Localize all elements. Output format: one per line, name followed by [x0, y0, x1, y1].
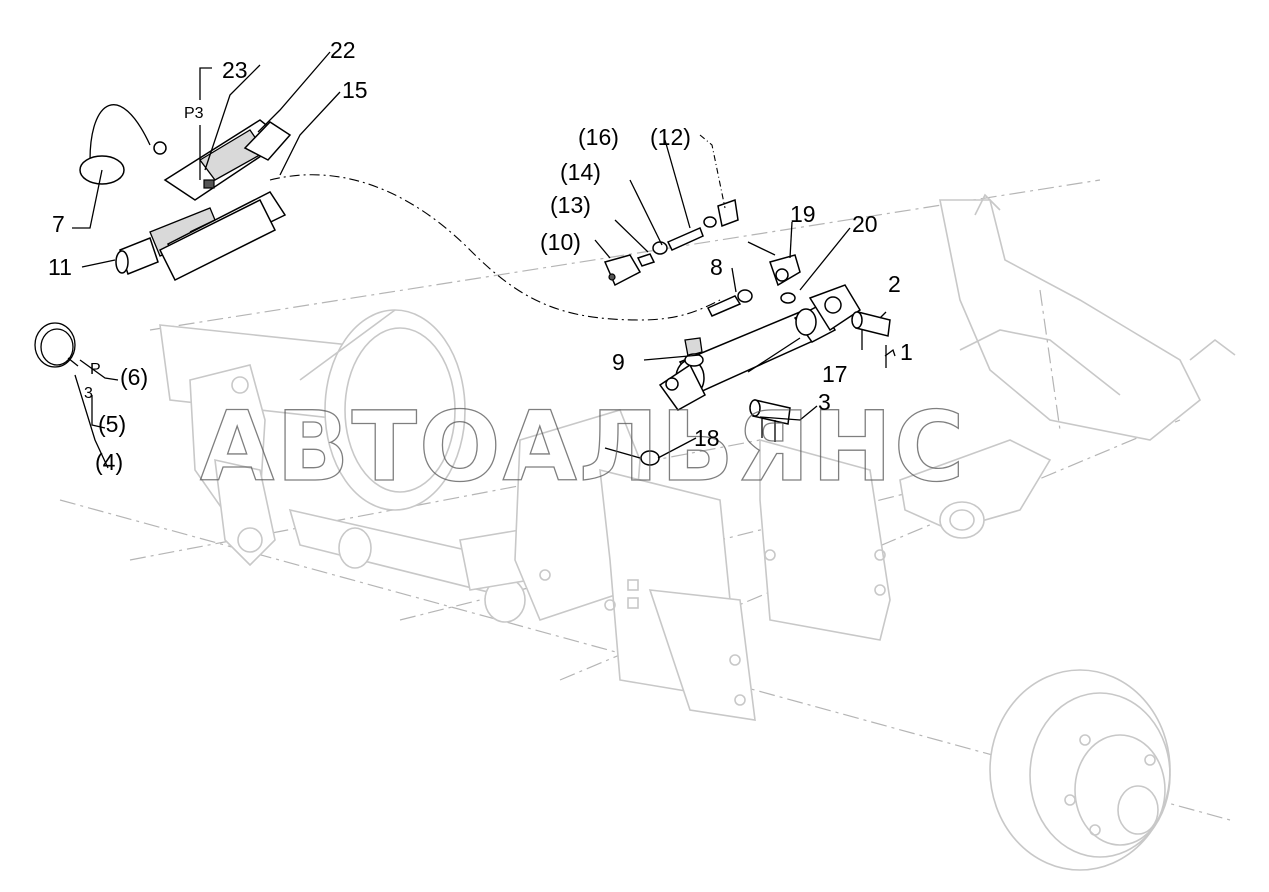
- label-p: P: [90, 361, 101, 378]
- callout-17: 17: [822, 361, 848, 387]
- callout-labels: 1 2 3 (4) (5) (6) 7 8 9 (10) 11 (12) (13…: [48, 37, 913, 475]
- callout-6: (6): [120, 364, 148, 390]
- callout-11: 11: [48, 254, 72, 280]
- dust-cap: [79, 104, 167, 185]
- callout-5: (5): [98, 411, 126, 437]
- watermark-text: АВТОАЛЬЯНС: [200, 391, 966, 503]
- label-p3: P3: [184, 105, 204, 122]
- callout-15: 15: [342, 77, 368, 103]
- callout-14: (14): [560, 159, 601, 185]
- callout-22: 22: [330, 37, 356, 63]
- hydraulic-cylinder: [658, 284, 862, 411]
- callout-19: 19: [790, 201, 816, 227]
- callout-1: 1: [900, 339, 913, 365]
- pin-2: [851, 311, 891, 368]
- fitting-9: [684, 337, 704, 367]
- protective-sleeve: [158, 119, 292, 282]
- clamp-ring: [34, 322, 79, 368]
- callout-13: (13): [550, 192, 591, 218]
- label-3-small: 3: [84, 385, 93, 402]
- callout-2: 2: [888, 271, 901, 297]
- leader-lines: [72, 51, 896, 469]
- valve-19: [747, 241, 801, 304]
- callout-12: (12): [650, 124, 691, 150]
- callout-7: 7: [52, 211, 65, 237]
- ghost-axle-assembly: [59, 179, 1236, 871]
- callout-20: 20: [852, 211, 878, 237]
- callout-18: 18: [694, 425, 720, 451]
- hose-fittings: [603, 198, 739, 287]
- callout-8: 8: [710, 254, 723, 280]
- callout-10: (10): [540, 229, 581, 255]
- callout-23: 23: [222, 57, 248, 83]
- callout-16: (16): [578, 124, 619, 150]
- pipe-clip: [604, 447, 660, 466]
- callout-3: 3: [818, 389, 831, 415]
- fitting-8: [706, 289, 753, 317]
- callout-9: 9: [612, 349, 625, 375]
- callout-4: (4): [95, 449, 123, 475]
- hose-route: [269, 174, 721, 321]
